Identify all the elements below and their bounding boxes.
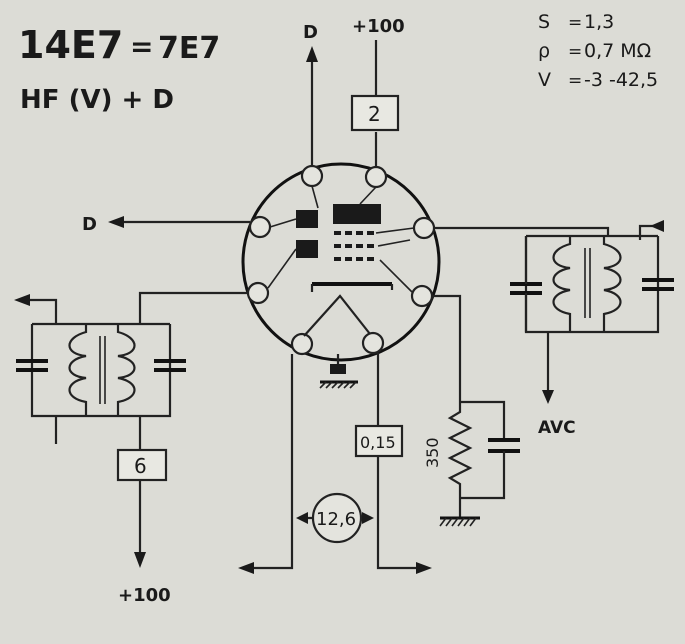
heater-voltage-circle — [311, 492, 363, 544]
equivalent-tube-label: 7E7 — [158, 31, 220, 66]
trimmer-arrow-icon — [14, 294, 30, 306]
tube-envelope — [241, 162, 441, 362]
spec-symbol: ρ — [538, 40, 550, 62]
arrow-right-icon — [362, 512, 374, 524]
grid-resistor-box — [116, 448, 168, 482]
tube-pin — [364, 165, 388, 189]
plate-box-label: 2 — [368, 102, 381, 126]
cathode-resistor — [447, 402, 473, 518]
tube-pin — [410, 284, 434, 308]
tube-electrodes — [267, 185, 415, 337]
capacitor — [16, 359, 48, 372]
top-diode-label: D — [303, 22, 318, 43]
heater-current-label: 0,15 — [360, 433, 396, 452]
pentode-anode — [333, 204, 381, 224]
spec-sep: = — [568, 71, 582, 91]
left-diode-label: D — [82, 214, 97, 235]
grid-lines — [334, 231, 374, 261]
top-supply-label: +100 — [352, 16, 405, 37]
function-label: HF (V) + D — [20, 85, 174, 115]
coil — [602, 236, 622, 332]
spec-sep: = — [568, 13, 582, 33]
ground-symbol — [319, 354, 358, 389]
right-transformer — [510, 220, 674, 334]
spec-symbol: V — [538, 69, 551, 91]
cathode-capacitor — [488, 438, 520, 453]
resistor-value-label: 350 — [423, 437, 442, 468]
spec-value: 1,3 — [584, 11, 614, 33]
spec-value: -3 -42,5 — [584, 69, 658, 91]
diode-anode — [296, 210, 318, 228]
spec-value: 0,7 MΩ — [584, 40, 651, 62]
heater-voltage-label: 12,6 — [316, 509, 356, 530]
spec-sep: = — [568, 42, 582, 62]
tube-type-label: 14E7 — [18, 23, 123, 67]
diode-anode — [296, 240, 318, 258]
grid-box-label: 6 — [134, 454, 147, 478]
specs-block: S = 1,3 ρ = 0,7 MΩ V = -3 -42,5 — [538, 11, 658, 91]
spec-symbol: S — [538, 11, 550, 33]
arrow-down-icon — [134, 552, 146, 568]
equals-sign: = — [130, 30, 153, 63]
arrow-left-icon — [108, 216, 124, 228]
tube-pin — [248, 215, 272, 239]
tube-pin — [246, 281, 270, 305]
heater-lead-left — [250, 354, 294, 570]
heater-lead-right — [376, 456, 420, 570]
arrow-left-icon — [296, 512, 308, 524]
coil — [116, 324, 136, 416]
bottom-supply-label: +100 — [118, 585, 171, 606]
arrow-right-icon — [416, 562, 432, 574]
tube-pin — [290, 332, 314, 356]
heater-filament — [303, 294, 371, 337]
arrow-up-icon — [306, 46, 318, 62]
capacitor — [154, 359, 186, 372]
ground-symbol — [439, 516, 480, 527]
left-transformer — [14, 294, 186, 444]
arrow-left-icon — [238, 562, 254, 574]
trimmer-arrow-icon — [650, 220, 664, 232]
tube-pin — [300, 164, 324, 188]
tube-pin — [412, 216, 436, 240]
coil — [68, 324, 88, 416]
plate-resistor-box — [350, 94, 400, 132]
avc-label: AVC — [538, 418, 576, 438]
coil — [552, 236, 572, 332]
capacitor — [642, 278, 674, 291]
tube-pin — [361, 331, 385, 355]
arrow-down-icon — [542, 390, 554, 404]
